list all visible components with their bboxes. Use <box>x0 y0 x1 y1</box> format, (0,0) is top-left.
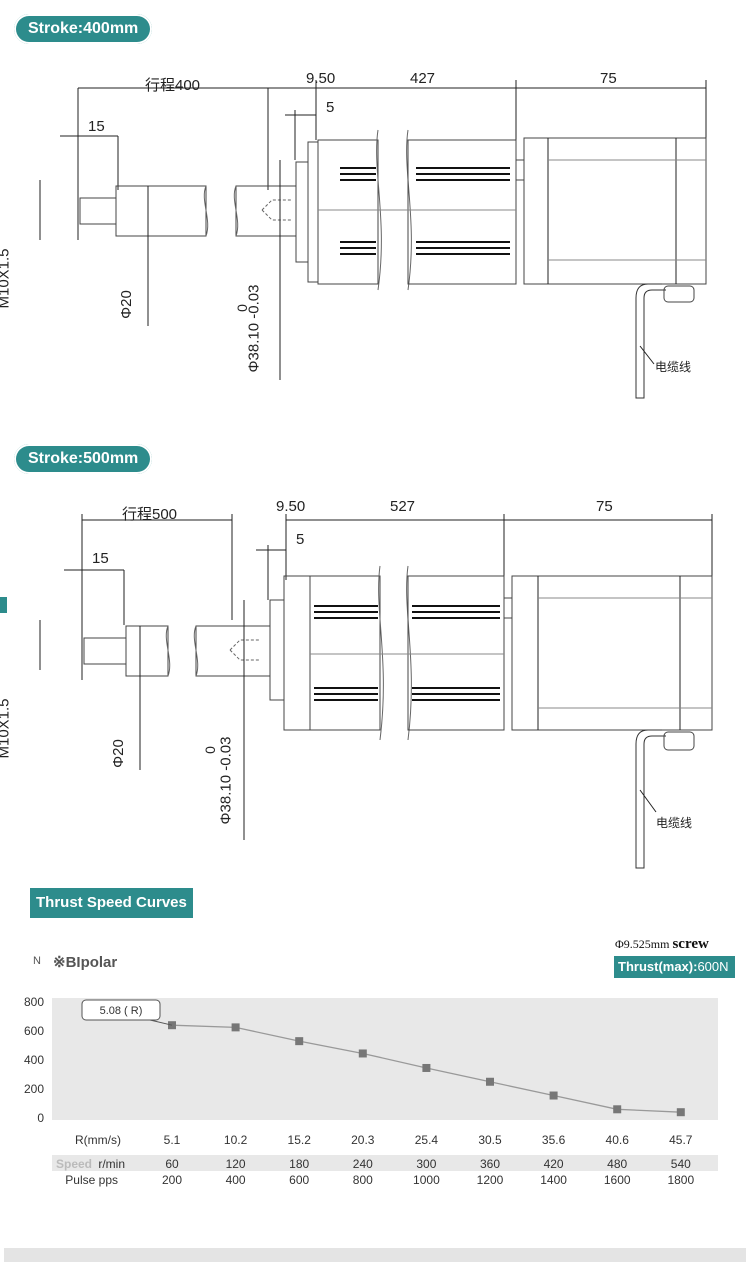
speed-value: 300 <box>416 1157 436 1171</box>
drawing-stroke-400 <box>0 50 750 420</box>
tube-dia-400: Φ38.10 -0.03 <box>245 284 263 373</box>
rod-dia-400: Φ20 <box>117 290 135 319</box>
data-point <box>486 1077 494 1086</box>
x-tick-label: 40.6 <box>606 1133 630 1147</box>
y-tick-label: 0 <box>37 1111 44 1125</box>
dim-15-400: 15 <box>88 118 105 135</box>
data-point <box>676 1108 685 1117</box>
thrust-badge: Thrust(max):600N <box>614 956 735 978</box>
thread-label-500: M10X1.5 <box>0 698 13 759</box>
speed-value: 180 <box>289 1157 309 1171</box>
thread-label-400: M10X1.5 <box>0 248 13 309</box>
speed-value: 480 <box>607 1157 627 1171</box>
bottom-band <box>4 1248 746 1262</box>
data-point <box>422 1063 431 1072</box>
speed-value: 540 <box>671 1157 691 1171</box>
pulse-value: 1800 <box>667 1173 694 1187</box>
dim-motor-400: 75 <box>600 70 617 87</box>
data-point <box>358 1049 367 1058</box>
dim-5-400: 5 <box>326 99 335 116</box>
x-tick-label: 15.2 <box>288 1133 312 1147</box>
pulse-value: 400 <box>226 1173 246 1187</box>
x-tick-label: 25.4 <box>415 1133 439 1147</box>
y-tick-label: 400 <box>24 1053 44 1067</box>
data-point <box>231 1023 240 1032</box>
pulse-value: 800 <box>353 1173 373 1187</box>
callout-text: 5.08 ( R) <box>100 1005 143 1017</box>
row-label-r: R(mm/s) <box>75 1133 121 1147</box>
tol-zero-500: 0 <box>201 746 218 754</box>
callout-box <box>81 999 161 1021</box>
cable-label-400: 电缆线 <box>655 360 692 374</box>
thrust-label: Thrust(max): <box>618 959 698 974</box>
pulse-value: 1600 <box>604 1173 631 1187</box>
x-tick-label: 45.7 <box>669 1133 693 1147</box>
y-tick-label: 800 <box>24 995 44 1009</box>
pulse-value: 1200 <box>477 1173 504 1187</box>
pulse-value: 1400 <box>540 1173 567 1187</box>
y-tick-label: 600 <box>24 1024 44 1038</box>
stroke-length-label-400: 行程400 <box>145 77 201 94</box>
stroke-500-tag: Stroke:500mm <box>14 444 153 474</box>
data-point <box>549 1091 558 1100</box>
row-label-speed-unit: r/min <box>98 1157 125 1171</box>
x-tick-label: 30.5 <box>478 1133 502 1147</box>
x-tick-label: 20.3 <box>351 1133 375 1147</box>
tube-dia-500: Φ38.10 -0.03 <box>217 736 235 825</box>
mode-label: ※BIpolar <box>53 954 118 971</box>
dim-5-500: 5 <box>296 531 305 548</box>
dim-body-400: 427 <box>410 70 436 87</box>
screw-spec: Φ9.525mm screw <box>615 936 709 953</box>
speed-value: 240 <box>353 1157 373 1171</box>
side-marker <box>0 597 7 613</box>
unit-label: N <box>33 955 41 967</box>
stroke-400-tag: Stroke:400mm <box>14 14 153 44</box>
speed-value: 420 <box>544 1157 564 1171</box>
x-tick-label: 5.1 <box>164 1133 181 1147</box>
pulse-value: 600 <box>289 1173 309 1187</box>
thrust-value: 600N <box>697 959 729 974</box>
speed-value: 120 <box>226 1157 246 1171</box>
x-tick-label: 35.6 <box>542 1133 566 1147</box>
thrust-speed-title: Thrust Speed Curves <box>30 888 193 918</box>
cable-label-500: 电缆线 <box>656 816 693 830</box>
row-label-pulse: Pulse pps <box>65 1173 118 1187</box>
x-tick-label: 10.2 <box>224 1133 248 1147</box>
pulse-value: 200 <box>162 1173 182 1187</box>
y-tick-label: 200 <box>24 1082 44 1096</box>
drawing-stroke-500 <box>0 490 750 880</box>
speed-value: 60 <box>165 1157 179 1171</box>
speed-value: 360 <box>480 1157 500 1171</box>
data-point <box>295 1037 304 1046</box>
pulse-value: 1000 <box>413 1173 440 1187</box>
dim-9-50-400: 9.50 <box>306 70 336 87</box>
dim-motor-500: 75 <box>596 498 613 515</box>
data-point <box>613 1105 622 1114</box>
dim-15-500: 15 <box>92 550 109 567</box>
screw-word: screw <box>672 936 709 952</box>
speed-row-band <box>52 1155 718 1171</box>
stroke-length-label-500: 行程500 <box>122 506 178 523</box>
row-label-speed: Speed <box>56 1157 92 1171</box>
callout-leader <box>149 1019 173 1026</box>
dim-9-50-500: 9.50 <box>276 498 306 515</box>
rod-dia-500: Φ20 <box>109 739 127 768</box>
screw-dia: Φ9.525mm <box>615 937 670 951</box>
dim-body-500: 527 <box>390 498 416 515</box>
